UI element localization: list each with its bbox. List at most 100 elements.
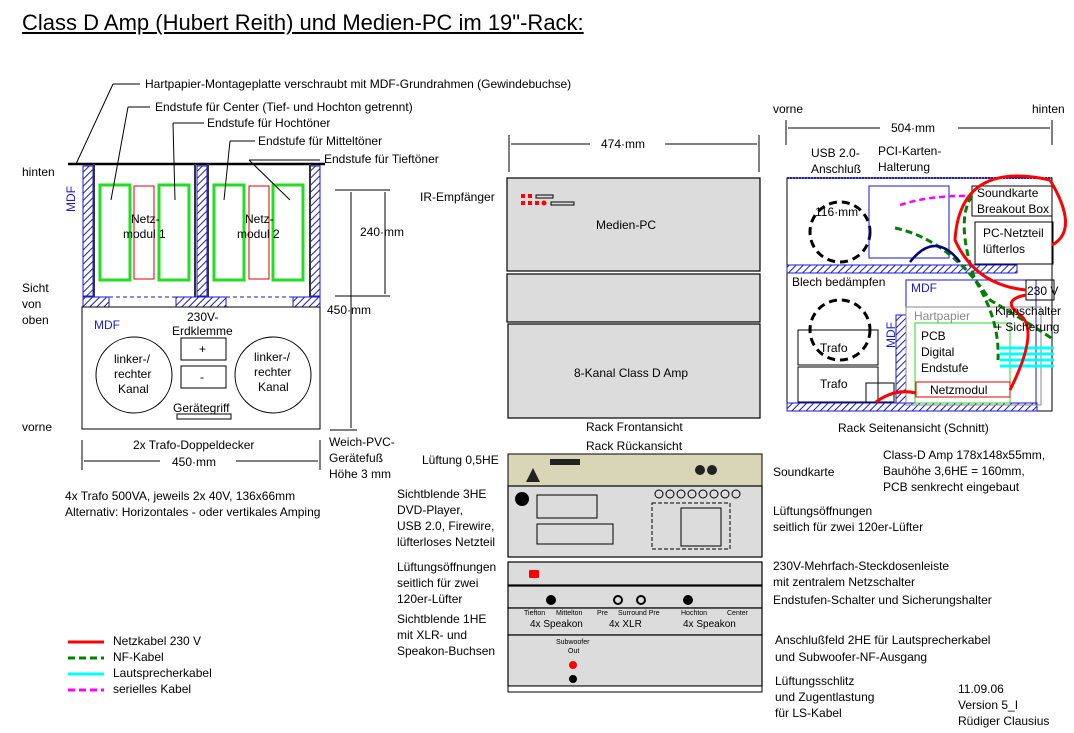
amp-label: 8-Kanal Class D Amp	[574, 366, 689, 380]
top-view-caption: 2x Trafo-Doppeldecker	[133, 438, 255, 452]
top-view-drawing	[68, 83, 390, 470]
terminal-plus-label: +	[199, 342, 207, 356]
conn-mittelton: Mittelton	[556, 610, 583, 617]
terminal-minus-label: -	[200, 370, 204, 384]
soundkarte-label-2: Breakout Box	[977, 202, 1050, 216]
toroid-right	[234, 336, 312, 414]
subwoofer-label-2: Out	[568, 648, 580, 655]
rear-right-vent-1: Lüftungsöffnungen	[773, 504, 873, 518]
rear-label-lueftung: Lüftung 0,5HE	[422, 453, 499, 467]
callout-center: Endstufe für Center (Tief- und Hochton g…	[155, 100, 413, 114]
usb-label-1: USB 2.0-	[811, 146, 860, 160]
label-von: von	[22, 297, 42, 311]
label-oben: oben	[22, 313, 49, 327]
rear-label-3he-3: USB 2.0, Firewire,	[397, 519, 495, 533]
netzmodul-side-label: Netzmodul	[930, 383, 988, 397]
rear-right-vent-2: seitlich für zwei 120er-Lüfter	[773, 520, 924, 534]
callout-tiefton: Endstufe für Tieftöner	[324, 152, 439, 166]
foot-line2: Gerätefuß	[329, 451, 384, 465]
label-mdf-bottom: MDF	[94, 318, 120, 332]
label-hinten-top: hinten	[22, 165, 55, 179]
foot-line3: Höhe 3 mm	[329, 467, 392, 481]
handle-bar	[176, 413, 232, 420]
side-view-drawing	[785, 120, 1067, 412]
trafo-note-2: Alternativ: Horizontales - oder vertikal…	[65, 505, 321, 519]
netzmodul-1-box	[133, 185, 155, 280]
amp-spec-2: Bauhöhe 3,6HE = 160mm,	[883, 464, 1025, 478]
pcb-label-2: Digital	[921, 345, 955, 359]
rear-right-connector-1: Anschlußfeld 2HE für Lautsprecherkabel	[775, 633, 991, 647]
rear-label-vent-3: 120er-Lüfter	[397, 592, 463, 606]
group-speakon-right: 4x Speakon	[683, 619, 736, 630]
front-view-caption: Rack Frontansicht	[586, 420, 683, 434]
pci-label-1: PCI-Karten-	[878, 144, 942, 158]
trafo-2-box	[797, 366, 879, 403]
side-vorne: vorne	[773, 102, 804, 116]
front-panel-blank	[506, 273, 761, 323]
netzmodul-1-line1: Netz-	[131, 212, 160, 226]
label-sicht: Sicht	[22, 281, 49, 295]
netzmodul-1-line2: modul 1	[123, 227, 166, 241]
conn-hochton: Hochton	[681, 610, 708, 617]
pci-label-2: Halterung	[878, 160, 931, 174]
kanal-left-3: Kanal	[118, 382, 149, 396]
front-panel-medien-pc	[506, 177, 761, 272]
amp-spec-3: PCB senkrecht eingebaut	[883, 480, 1020, 494]
legend-swatches	[68, 640, 104, 692]
erdklemme-line1: 230V-	[187, 310, 219, 324]
side-mdf-vertical: MDF	[884, 322, 898, 348]
pc-shelf	[786, 264, 1018, 274]
rear-label-3he-2: DVD-Player,	[397, 503, 464, 517]
rear-label-1he-1: Sichtblende 1HE	[397, 612, 487, 626]
ir-receiver-label: IR-Empfänger	[420, 190, 495, 204]
handle-label: Gerätegriff	[173, 401, 230, 415]
rear-right-slot-1: Lüftungsschlitz	[775, 674, 855, 688]
connector-panel	[507, 607, 763, 636]
rear-view-caption: Rack Rückansicht	[586, 439, 683, 453]
callout-hartpapier: Hartpapier-Montageplatte verschraubt mit…	[145, 77, 572, 91]
pc-fan-holes	[654, 489, 741, 499]
footer-version: Version 5_I	[958, 698, 1019, 712]
medien-pc-label: Medien-PC	[596, 218, 657, 232]
dim-474: 474·mm	[601, 137, 646, 151]
callout-mittelton: Endstufe für Mitteltöner	[258, 134, 383, 148]
amp-module-tiefton	[271, 183, 305, 282]
ir-receiver-leds	[521, 194, 547, 206]
conn-center: Center	[727, 610, 749, 617]
hartpapier-label: Hartpapier	[914, 309, 971, 323]
foot-line1: Weich-PVC-	[329, 435, 395, 449]
amp-module-hochton	[157, 183, 191, 282]
trafo-1-label: Trafo	[820, 341, 848, 355]
dim-450-vertical: 450·mm	[327, 303, 372, 317]
rear-label-3he-1: Sichtblende 3HE	[397, 487, 487, 501]
side-view-caption: Rack Seitenansicht (Schnitt)	[838, 421, 989, 435]
dim-450-horizontal: 450·mm	[172, 455, 217, 469]
netzmodul-2-line1: Netz-	[245, 212, 274, 226]
label-mdf-side: MDF	[64, 186, 78, 212]
netzmodul-2-box	[248, 185, 270, 280]
pc-rear-panel	[507, 485, 763, 558]
rear-right-slot-3: für LS-Kabel	[775, 706, 842, 720]
pc-fan-circle	[808, 200, 872, 264]
front-panel-amp	[507, 323, 761, 419]
conn-tiefton: Tiefton	[524, 610, 546, 617]
kipp-label-2: + Sicherung	[995, 320, 1060, 334]
soundkarte-label-1: Soundkarte	[977, 186, 1039, 200]
legend-lautsprecherkabel: Lautsprecherkabel	[113, 666, 212, 680]
rear-right-slot-2: und Zugentlastung	[775, 690, 875, 704]
trafo-1-box	[797, 329, 879, 366]
kipp-label-1: Kippschalter	[995, 304, 1062, 318]
power-cable-side	[875, 174, 1067, 404]
pcb-label-3: Endstufe	[921, 361, 969, 375]
page-title: Class D Amp (Hubert Reith) und Medien-PC…	[22, 10, 584, 35]
rear-label-3he-4: lüfterloses Netzteil	[397, 535, 496, 549]
mdf-wall-right	[309, 165, 321, 297]
v230-label: 230 V	[1027, 284, 1059, 298]
pc-psu-label-2: lüfterlos	[983, 242, 1026, 256]
pcb-label-1: PCB	[921, 329, 946, 343]
amp-module-mittelton	[212, 183, 246, 282]
rear-right-soundkarte: Soundkarte	[773, 465, 835, 479]
serial-cable-side	[899, 194, 973, 207]
callout-hochton: Endstufe für Hochtöner	[207, 116, 331, 130]
kanal-right-1: linker-/	[254, 350, 291, 364]
